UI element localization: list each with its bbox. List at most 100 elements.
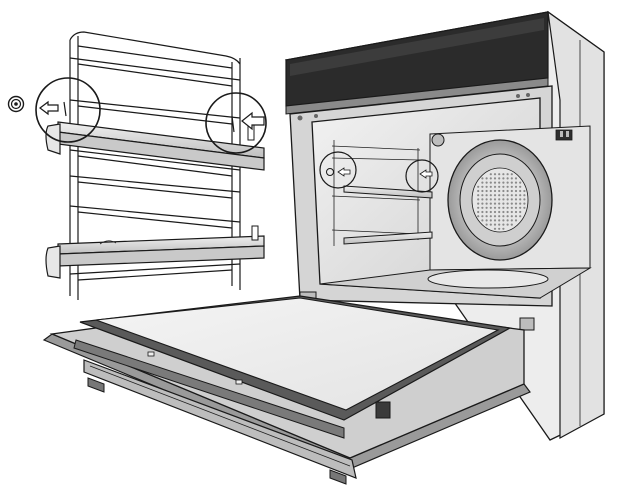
vent-hole bbox=[486, 198, 488, 200]
vent-hole bbox=[486, 207, 488, 209]
fan-cover bbox=[448, 140, 552, 260]
vent-hole bbox=[511, 198, 513, 200]
vent-hole bbox=[507, 177, 509, 179]
vent-hole bbox=[481, 207, 483, 209]
vent-hole bbox=[511, 190, 513, 192]
vent-hole bbox=[519, 194, 521, 196]
vent-hole bbox=[502, 224, 504, 226]
vent-hole bbox=[507, 207, 509, 209]
vent-hole bbox=[519, 203, 521, 205]
vent-hole bbox=[507, 203, 509, 205]
vent-hole bbox=[511, 177, 513, 179]
vent-hole bbox=[490, 194, 492, 196]
vent-hole bbox=[502, 219, 504, 221]
vent-hole bbox=[481, 186, 483, 188]
arrow-left-icon bbox=[40, 102, 58, 114]
vent-hole bbox=[481, 211, 483, 213]
vent-hole bbox=[507, 211, 509, 213]
vent-hole bbox=[486, 186, 488, 188]
vent-hole bbox=[519, 182, 521, 184]
vent-hole bbox=[502, 215, 504, 217]
vent-hole bbox=[502, 182, 504, 184]
vent-hole bbox=[523, 207, 525, 209]
vent-hole bbox=[490, 186, 492, 188]
vent-hole bbox=[490, 215, 492, 217]
vent-hole bbox=[490, 190, 492, 192]
vent-hole bbox=[507, 198, 509, 200]
vent-hole bbox=[515, 177, 517, 179]
vent-hole bbox=[519, 207, 521, 209]
vent-hole bbox=[511, 215, 513, 217]
upper-runner bbox=[46, 122, 264, 170]
vent-hole bbox=[490, 177, 492, 179]
vent-hole bbox=[481, 219, 483, 221]
vent-hole bbox=[486, 194, 488, 196]
vent-hole bbox=[507, 194, 509, 196]
vent-hole bbox=[481, 190, 483, 192]
vent-hole bbox=[519, 215, 521, 217]
vent-hole bbox=[490, 173, 492, 175]
vent-hole bbox=[502, 173, 504, 175]
vent-hole bbox=[498, 194, 500, 196]
vent-hole bbox=[494, 207, 496, 209]
vent-hole bbox=[481, 182, 483, 184]
vent-hole bbox=[498, 186, 500, 188]
vent-hole bbox=[498, 203, 500, 205]
vent-hole bbox=[498, 173, 500, 175]
vent-hole bbox=[498, 177, 500, 179]
vent-hole bbox=[486, 224, 488, 226]
vent-hole bbox=[523, 203, 525, 205]
vent-hole bbox=[486, 177, 488, 179]
vent-hole bbox=[519, 190, 521, 192]
vent-hole bbox=[523, 194, 525, 196]
oven-door bbox=[44, 296, 530, 484]
vent-hole bbox=[494, 182, 496, 184]
vent-hole bbox=[507, 182, 509, 184]
vent-hole bbox=[494, 219, 496, 221]
vent-hole bbox=[481, 194, 483, 196]
vent-hole bbox=[481, 203, 483, 205]
vent-hole bbox=[498, 228, 500, 230]
vent-hole bbox=[477, 215, 479, 217]
vent-hole bbox=[490, 198, 492, 200]
vent-hole bbox=[477, 203, 479, 205]
vent-hole bbox=[494, 211, 496, 213]
vent-hole bbox=[502, 177, 504, 179]
vent-hole bbox=[507, 219, 509, 221]
vent-hole bbox=[515, 198, 517, 200]
vent-hole bbox=[494, 194, 496, 196]
vent-hole bbox=[494, 186, 496, 188]
vent-hole bbox=[515, 194, 517, 196]
vent-hole bbox=[519, 186, 521, 188]
vent-hole bbox=[490, 203, 492, 205]
vent-hole bbox=[519, 211, 521, 213]
vent-hole bbox=[477, 211, 479, 213]
vent-hole bbox=[511, 203, 513, 205]
vent-hole bbox=[490, 211, 492, 213]
vent-hole bbox=[498, 198, 500, 200]
vent-hole bbox=[523, 198, 525, 200]
vent-hole bbox=[515, 219, 517, 221]
vent-hole bbox=[507, 215, 509, 217]
vent-hole bbox=[494, 203, 496, 205]
vent-hole bbox=[515, 203, 517, 205]
vent-hole bbox=[498, 207, 500, 209]
vent-hole bbox=[477, 198, 479, 200]
vent-hole bbox=[477, 207, 479, 209]
vent-hole bbox=[486, 182, 488, 184]
vent-hole bbox=[507, 224, 509, 226]
vent-hole bbox=[498, 211, 500, 213]
vent-hole bbox=[502, 211, 504, 213]
vent-hole bbox=[494, 198, 496, 200]
vent-hole bbox=[515, 182, 517, 184]
vent-hole bbox=[494, 215, 496, 217]
vent-hole bbox=[494, 177, 496, 179]
vent-hole bbox=[498, 182, 500, 184]
callout-symbol-icon bbox=[9, 97, 24, 112]
vent-hole bbox=[511, 224, 513, 226]
vent-hole bbox=[494, 224, 496, 226]
vent-hole bbox=[494, 173, 496, 175]
vent-hole bbox=[507, 190, 509, 192]
vent-hole bbox=[502, 186, 504, 188]
